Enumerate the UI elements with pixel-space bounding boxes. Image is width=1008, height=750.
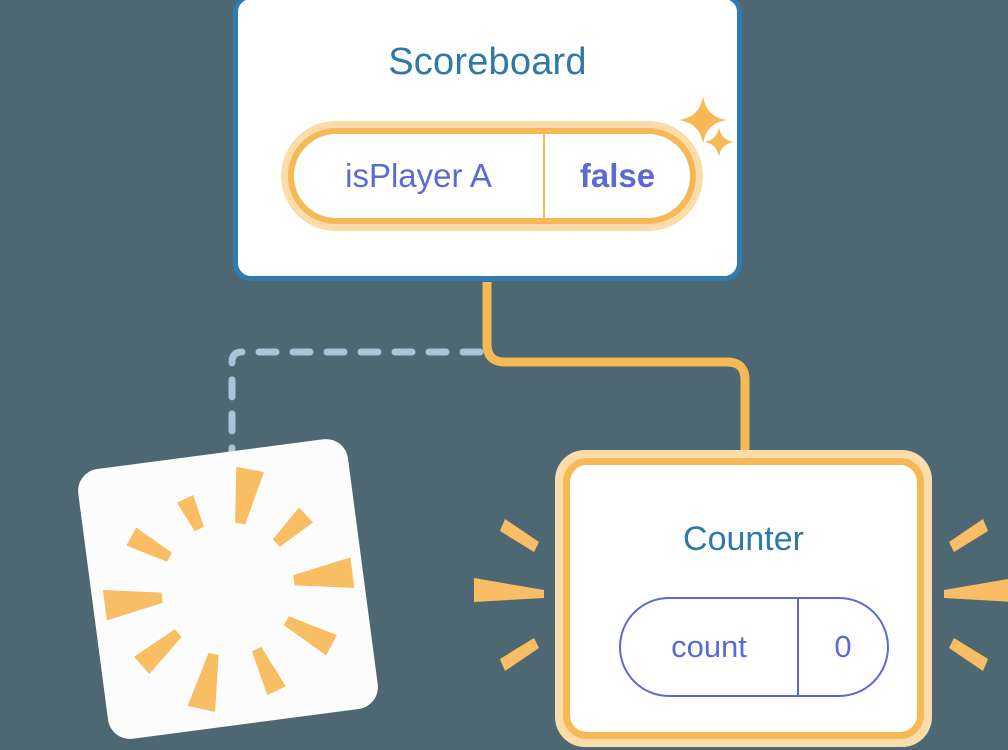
counter-state-value: 0 <box>834 629 852 664</box>
blank-card-burst-icon <box>102 466 355 713</box>
ray <box>949 638 988 671</box>
ray <box>474 578 544 602</box>
scoreboard-state-key: isPlayer A <box>345 157 492 194</box>
scoreboard-title: Scoreboard <box>388 41 587 83</box>
ray <box>949 519 988 552</box>
ray <box>500 519 539 552</box>
scoreboard-state-pill-inner: isPlayer A false <box>288 128 696 224</box>
counter-pill-divider <box>797 599 799 695</box>
counter-burst-left-icon <box>474 519 544 671</box>
scoreboard-pill-divider <box>543 133 545 219</box>
blank-card-wrapper[interactable] <box>75 436 381 742</box>
ray <box>944 579 1008 602</box>
scoreboard-state-pill[interactable]: isPlayer A false <box>281 121 703 231</box>
ray <box>500 638 539 671</box>
counter-state-pill[interactable]: count 0 <box>619 597 889 697</box>
scoreboard-card[interactable]: Scoreboard isPlayer A false <box>233 0 742 281</box>
counter-card-inner: Counter count 0 <box>563 458 924 739</box>
counter-card[interactable]: Counter count 0 <box>555 450 932 747</box>
counter-title: Counter <box>683 520 804 558</box>
counter-burst-right-icon <box>944 519 1008 671</box>
counter-state-key: count <box>671 629 747 664</box>
solid-connector-to-counter <box>482 282 750 462</box>
scoreboard-state-value: false <box>579 157 656 194</box>
